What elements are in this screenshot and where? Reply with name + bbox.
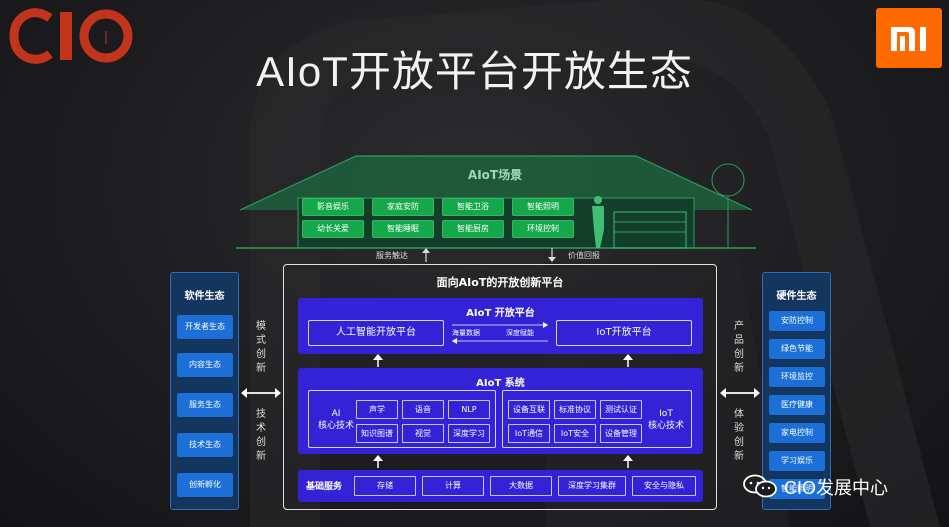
software-item[interactable]: 创新孵化 — [177, 473, 233, 497]
open-innovation-platform-frame — [283, 264, 717, 510]
ai-tech-cell[interactable]: 深度学习 — [448, 424, 490, 443]
up-arrow-icon — [373, 455, 383, 468]
link-label-deep-empower: 深度赋能 — [506, 329, 534, 337]
page-title: AIoT开放平台开放生态 — [256, 48, 693, 95]
hardware-item[interactable]: 智能照明 — [769, 479, 825, 499]
ai-tech-cell[interactable]: 声学 — [356, 400, 398, 419]
aiot-open-platform-box: AIoT 开放平台 人工智能开放平台 IoT开放平台 海量数据 深度赋能 — [298, 298, 703, 354]
cio-logo: | — [8, 6, 138, 64]
mi-icon — [891, 27, 926, 51]
up-arrow-icon — [623, 455, 633, 468]
iot-tech-cell[interactable]: 设备管理 — [600, 424, 642, 443]
aiot-open-platform-title: AIoT 开放平台 — [466, 308, 535, 319]
house-illustration — [236, 155, 756, 249]
aiot-system-title: AIoT 系统 — [476, 378, 525, 389]
wechat-icon — [743, 474, 777, 498]
iot-tech-cell[interactable]: 测试认证 — [600, 400, 642, 419]
scene-item[interactable]: 智能照明 — [512, 198, 574, 216]
base-service-cell[interactable]: 存储 — [354, 476, 416, 496]
ai-core-tech-label: AI 核心技术 — [317, 409, 354, 431]
base-service-cell[interactable]: 安全与隐私 — [632, 476, 696, 496]
hardware-item[interactable]: 医疗健康 — [769, 395, 825, 415]
hardware-ecosystem-title: 硬件生态 — [776, 291, 817, 302]
cio-logo-mark: | — [9, 8, 133, 64]
scene-item[interactable]: 影音娱乐 — [302, 198, 364, 216]
base-services-label: 基础服务 — [306, 482, 343, 492]
ai-open-platform-box[interactable]: 人工智能开放平台 — [308, 320, 444, 346]
ai-tech-cell[interactable]: NLP — [448, 400, 490, 419]
left-innovation-label-bottom: 技 术 创 新 — [256, 409, 266, 462]
scene-item[interactable]: 智能睡眠 — [372, 220, 434, 238]
base-services-box: 基础服务 存储 计算 大数据 深度学习集群 安全与隐私 — [298, 470, 703, 502]
software-ecosystem-panel: 软件生态 开发者生态 内容生态 服务生态 技术生态 创新孵化 — [170, 272, 239, 510]
software-item[interactable]: 内容生态 — [177, 353, 233, 377]
flow-label-value-return: 价值回报 — [568, 251, 600, 260]
software-ecosystem-title: 软件生态 — [184, 291, 225, 302]
ai-tech-cell[interactable]: 视觉 — [402, 424, 444, 443]
footer-brand: CIO发展中心 — [742, 472, 932, 500]
base-service-cell[interactable]: 深度学习集群 — [558, 476, 626, 496]
svg-text:|: | — [104, 30, 108, 45]
iot-core-tech-group — [502, 390, 692, 448]
hardware-ecosystem-panel: 硬件生态 安防控制 绿色节能 环境监控 医疗健康 家电控制 学习娱乐 智能照明 — [762, 272, 831, 510]
platform-title: 面向AIoT的开放创新平台 — [436, 276, 564, 289]
up-arrow-icon — [373, 354, 383, 367]
link-label-mass-data: 海量数据 — [452, 329, 480, 337]
left-innovation-label-top: 模 式 创 新 — [256, 321, 266, 374]
scene-item[interactable]: 幼长关爱 — [302, 220, 364, 238]
iot-tech-cell[interactable]: IoT安全 — [554, 424, 596, 443]
base-service-cell[interactable]: 计算 — [422, 476, 484, 496]
ai-tech-cell[interactable]: 知识图谱 — [356, 424, 398, 443]
right-innovation-label-top: 产 品 创 新 — [734, 321, 744, 374]
iot-tech-cell[interactable]: 标准协议 — [554, 400, 596, 419]
flow-label-service-touch: 服务触达 — [376, 251, 408, 260]
aiot-system-box: AIoT 系统 AI 核心技术 IoT 核心技术 声学 语音 NLP 知识图谱 … — [298, 368, 703, 454]
base-service-cell[interactable]: 大数据 — [490, 476, 552, 496]
right-double-arrow-icon — [720, 388, 760, 398]
up-arrow-icon — [623, 354, 633, 367]
software-item[interactable]: 技术生态 — [177, 433, 233, 457]
bidirectional-arrow-icon — [452, 322, 548, 344]
right-innovation-label-bottom: 体 验 创 新 — [734, 409, 744, 462]
iot-tech-cell[interactable]: IoT通信 — [508, 424, 550, 443]
ai-core-tech-group — [308, 390, 496, 448]
hardware-item[interactable]: 绿色节能 — [769, 339, 825, 359]
left-double-arrow-icon — [241, 388, 281, 398]
xiaomi-logo — [876, 8, 942, 68]
footer-brand-text: CIO发展中心 — [784, 478, 889, 498]
software-item[interactable]: 服务生态 — [177, 393, 233, 417]
flow-arrows — [422, 248, 556, 262]
iot-core-tech-label: IoT 核心技术 — [647, 409, 684, 431]
hardware-item[interactable]: 环境监控 — [769, 367, 825, 387]
software-item[interactable]: 开发者生态 — [177, 315, 233, 339]
iot-open-platform-box[interactable]: IoT开放平台 — [556, 320, 692, 346]
hardware-item[interactable]: 安防控制 — [769, 311, 825, 331]
scene-item[interactable]: 智能卫浴 — [442, 198, 504, 216]
scene-item[interactable]: 智能厨房 — [442, 220, 504, 238]
hardware-item[interactable]: 学习娱乐 — [769, 451, 825, 471]
scene-item[interactable]: 环境控制 — [512, 220, 574, 238]
hardware-item[interactable]: 家电控制 — [769, 423, 825, 443]
scene-title: AIoT场景 — [467, 168, 523, 182]
ai-tech-cell[interactable]: 语音 — [402, 400, 444, 419]
scene-item[interactable]: 家庭安防 — [372, 198, 434, 216]
iot-tech-cell[interactable]: 设备互联 — [508, 400, 550, 419]
